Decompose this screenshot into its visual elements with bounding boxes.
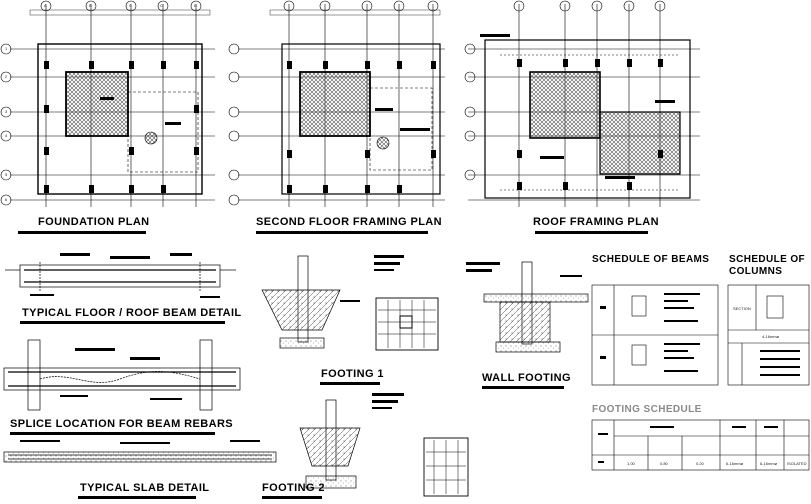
roof-framing-plan-underline: [535, 231, 648, 234]
beam-detail-drawing: [5, 253, 236, 298]
footing-width-value: 0.80: [660, 461, 668, 466]
wall-footing-drawing: [466, 261, 589, 353]
footing-2-underline: [262, 496, 322, 499]
second-floor-plan-underline: [256, 231, 428, 234]
grid-label-row: 3: [5, 109, 8, 114]
slab-detail-underline: [78, 496, 196, 499]
schedule-of-beams-table: [591, 284, 719, 386]
second-floor-framing-plan-drawing: [228, 0, 445, 207]
grid-label-col: D: [194, 3, 197, 8]
slab-detail-title: TYPICAL SLAB DETAIL: [80, 482, 210, 494]
schedule-of-beams-title: SCHEDULE OF BEAMS: [592, 254, 710, 265]
grid-label-row: 2: [5, 74, 8, 79]
second-floor-plan-title: SECOND FLOOR FRAMING PLAN: [256, 216, 442, 228]
foundation-plan-drawing: [0, 0, 215, 207]
roof-framing-plan-title: ROOF FRAMING PLAN: [533, 216, 659, 228]
schedule-of-columns-title-line2: COLUMNS: [729, 266, 783, 277]
column-size-value: 4-16mmø: [762, 334, 780, 339]
footing-1-underline: [320, 382, 380, 385]
grid-label-col: A: [44, 3, 47, 8]
footing-schedule-table: [591, 419, 810, 471]
footing-thickness-value: 0.20: [696, 461, 704, 466]
grid-label-row: 4: [5, 133, 8, 138]
wall-footing-underline: [482, 386, 564, 389]
grid-label-col: C: [129, 3, 132, 8]
splice-location-drawing: [3, 339, 241, 411]
footing-schedule-title: FOOTING SCHEDULE: [592, 404, 702, 415]
foundation-plan-title: FOUNDATION PLAN: [38, 216, 150, 228]
column-section-label: SECTION: [733, 306, 751, 311]
footing-length-value: 1.00: [627, 461, 635, 466]
footing-2-drawing: [299, 393, 469, 497]
footing-1-drawing: [261, 255, 439, 351]
roof-framing-plan-drawing: [464, 0, 700, 207]
beam-detail-title: TYPICAL FLOOR / ROOF BEAM DETAIL: [22, 307, 242, 319]
slab-detail-drawing: [3, 440, 277, 463]
beam-detail-underline: [20, 321, 225, 324]
splice-location-title: SPLICE LOCATION FOR BEAM REBARS: [10, 418, 234, 430]
wall-footing-title: WALL FOOTING: [482, 372, 571, 384]
schedule-of-columns-table: [727, 284, 810, 386]
grid-label-row: 1: [5, 46, 8, 51]
foundation-plan-underline: [18, 231, 146, 234]
footing-2-title: FOOTING 2: [262, 482, 325, 494]
grid-label-col: B: [89, 3, 92, 8]
grid-label-col: C': [160, 3, 164, 8]
splice-location-underline: [10, 432, 215, 435]
footing-1-title: FOOTING 1: [321, 368, 384, 380]
grid-label-row: 5: [5, 172, 8, 177]
grid-label-row: 6: [5, 197, 8, 202]
footing-trans-bars-value: 6-16mmø: [760, 461, 778, 466]
schedule-of-columns-title-line1: SCHEDULE OF: [729, 254, 806, 265]
footing-long-bars-value: 6-16mmø: [726, 461, 744, 466]
footing-type-value: ISOLATED: [787, 461, 807, 466]
